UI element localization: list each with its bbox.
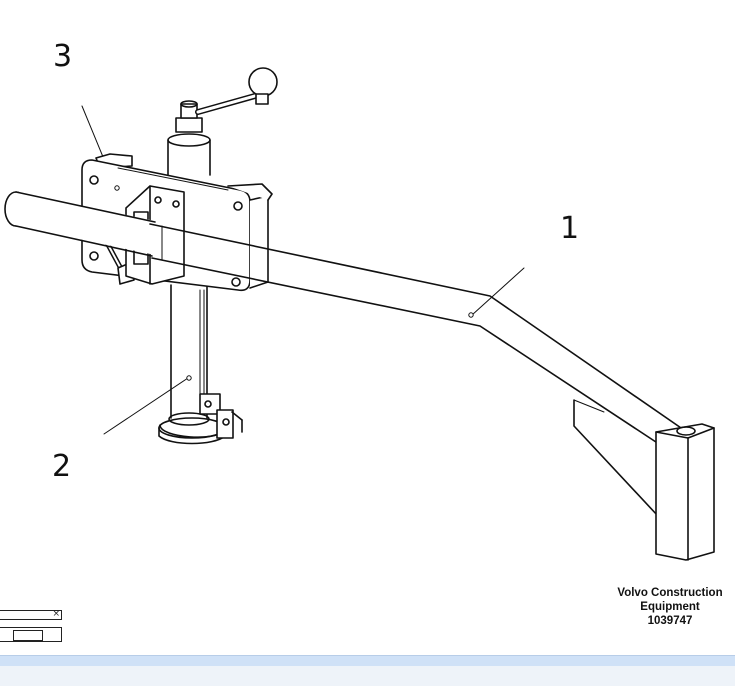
vertical-post <box>158 133 243 445</box>
mini-input-field[interactable] <box>0 627 62 642</box>
mini-input-inner <box>13 630 43 641</box>
bottom-status-area <box>0 666 735 686</box>
callout-2: 2 <box>52 449 72 484</box>
close-icon[interactable]: × <box>52 609 60 619</box>
parts-drawing <box>4 67 715 561</box>
leader-line-2 <box>103 377 189 435</box>
credit-line-2: Equipment <box>640 601 700 613</box>
credit-line-3: 1039747 <box>647 615 693 627</box>
callout-3: 3 <box>53 39 73 74</box>
credit-line-1: Volvo Construction <box>617 587 723 599</box>
mini-titlebar: × <box>0 609 62 620</box>
callout-1: 1 <box>560 211 580 246</box>
manufacturer-credit: Volvo Construction Equipment 1039747 <box>605 586 735 628</box>
bottom-toolbar <box>0 655 735 666</box>
mini-window: × <box>0 609 63 650</box>
crank-handle <box>175 67 278 133</box>
leader-line-1 <box>471 267 525 316</box>
swing-arm <box>4 191 715 561</box>
